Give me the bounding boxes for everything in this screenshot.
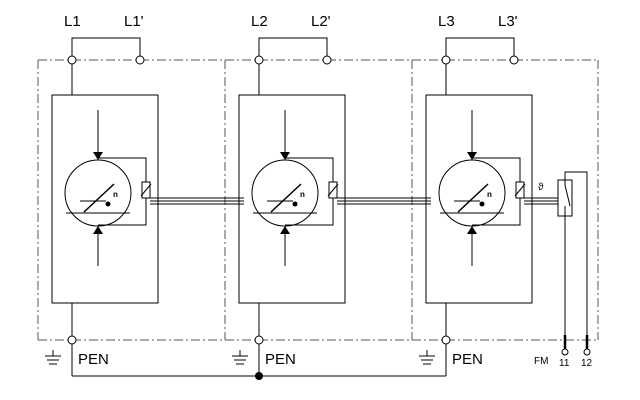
input-terminal[interactable] <box>254 55 264 65</box>
module-1: L1 L1' n <box>45 13 159 376</box>
pen-terminal[interactable] <box>441 335 451 345</box>
pen-terminal[interactable] <box>254 335 264 345</box>
element-marker: n <box>487 190 492 199</box>
output-terminal[interactable] <box>509 55 519 65</box>
remote-signal-switch-icon <box>557 171 588 335</box>
terminal-label-in: L3 <box>438 13 455 30</box>
remote-contact-terminal-12: 12 <box>581 358 593 369</box>
module-body <box>425 94 533 304</box>
module-body <box>51 94 159 304</box>
pen-label: PEN <box>265 351 296 368</box>
terminal-label-out: L1' <box>124 13 144 30</box>
pen-label: PEN <box>452 351 483 368</box>
protective-element: n <box>64 110 152 266</box>
ground-icon <box>45 350 61 365</box>
bridge-wire <box>258 37 328 60</box>
housing-outline <box>37 59 599 341</box>
ground-icon <box>232 350 248 365</box>
remote-contact-terminal-11: 11 <box>559 358 570 369</box>
terminal-label-out: L2' <box>311 13 331 30</box>
module-body <box>238 94 346 304</box>
module-2: L2 L2' n <box>232 13 346 376</box>
module-3: L3 L3' n <box>419 13 533 376</box>
bridge-wire <box>71 37 141 60</box>
protective-element: n <box>438 110 526 266</box>
protective-element: n <box>251 110 339 266</box>
mechanical-coupling <box>150 197 558 205</box>
remote-contact-prefix: FM <box>534 356 548 367</box>
terminal-label-out: L3' <box>498 13 518 30</box>
thermal-symbol: ϑ <box>538 182 544 193</box>
ground-icon <box>419 350 435 365</box>
bridge-wire <box>445 37 515 60</box>
element-marker: n <box>300 190 305 199</box>
terminal-label-in: L1 <box>64 13 81 30</box>
pen-terminal[interactable] <box>67 335 77 345</box>
element-marker: n <box>113 190 118 199</box>
terminal-label-in: L2 <box>251 13 268 30</box>
remote-contact-terminals <box>561 335 591 356</box>
input-terminal[interactable] <box>441 55 451 65</box>
pen-label: PEN <box>78 351 109 368</box>
output-terminal[interactable] <box>135 55 145 65</box>
input-terminal[interactable] <box>67 55 77 65</box>
pen-junction <box>255 372 263 380</box>
output-terminal[interactable] <box>322 55 332 65</box>
